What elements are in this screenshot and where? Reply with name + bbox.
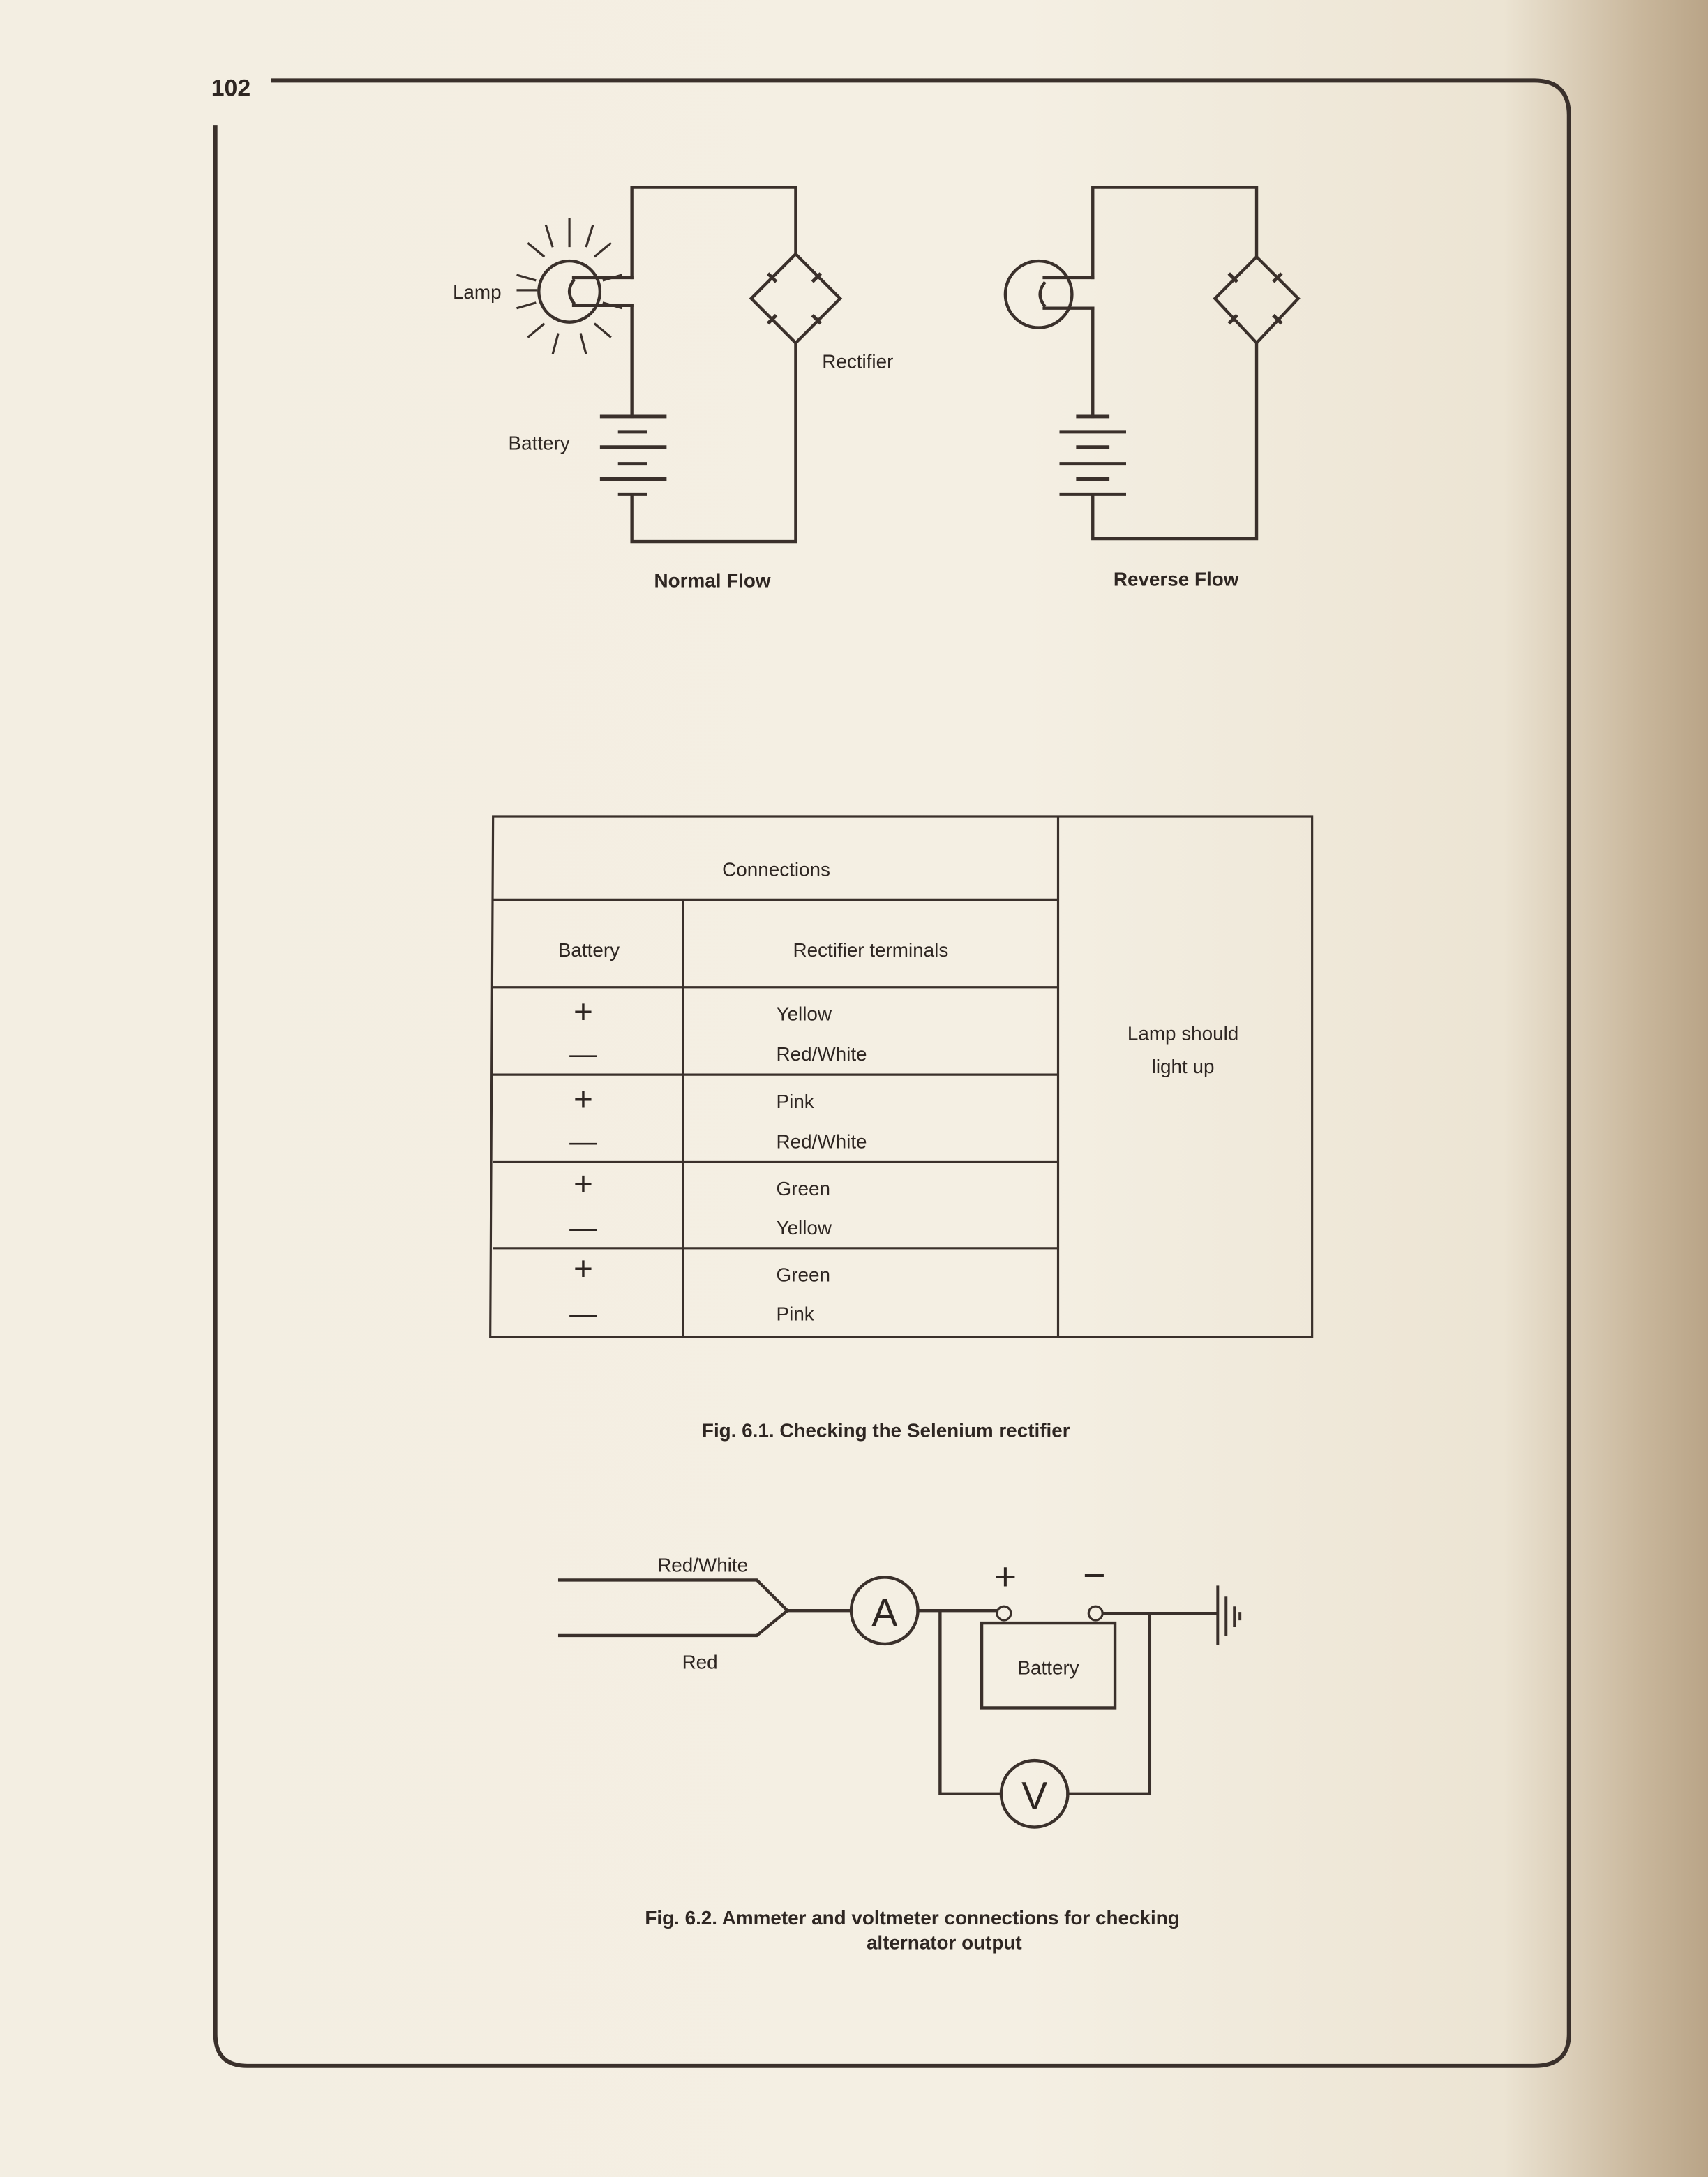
reverse-flow-title: Reverse Flow (1114, 569, 1239, 590)
normal-flow-circuit: Lamp Battery Rectifier Normal Flow (453, 186, 893, 592)
lamp-label: Lamp (453, 281, 502, 303)
fig-6-2-caption-line-2: alternator output (867, 1932, 1022, 1954)
diode-icons (766, 272, 823, 325)
result-line-1: Lamp should (1128, 1022, 1238, 1044)
table-row: + — Yellow Red/White (569, 994, 867, 1070)
positive-terminal: Green (777, 1178, 830, 1199)
lamp-icon (1003, 259, 1095, 329)
page-number: 102 (211, 75, 250, 101)
plus-sign: + (994, 1555, 1017, 1598)
fig-6-1-caption: Fig. 6.1. Checking the Selenium rectifie… (702, 1419, 1070, 1441)
header-rectifier-terminals: Rectifier terminals (793, 939, 948, 961)
positive-terminal: Green (777, 1264, 830, 1286)
ground-icon (1216, 1585, 1242, 1645)
plus-sign: + (574, 994, 593, 1031)
ammeter-icon (849, 1576, 920, 1646)
battery-label: Battery (509, 433, 570, 454)
negative-terminal: Red/White (777, 1131, 867, 1153)
table-row: + — Green Yellow (569, 1166, 832, 1243)
negative-terminal-icon (1087, 1605, 1104, 1622)
table-row: + — Green Pink (569, 1251, 830, 1330)
connections-table: Connections Battery Rectifier terminals … (489, 815, 1314, 1338)
battery-icon (1059, 414, 1127, 496)
header-connections: Connections (722, 859, 830, 881)
wire-top-label: Red/White (657, 1554, 748, 1576)
minus-sign: — (569, 1127, 597, 1158)
rectifier-bridge-icon (1213, 255, 1301, 345)
plus-sign: + (574, 1166, 593, 1203)
ammeter-label: A (871, 1591, 898, 1634)
battery-box (980, 1621, 1117, 1710)
lamp-icon (516, 218, 634, 354)
lamp-glow-rays-icon (516, 218, 623, 354)
battery-label: Battery (1017, 1657, 1079, 1679)
positive-terminal-icon (996, 1605, 1012, 1622)
normal-flow-title: Normal Flow (654, 570, 771, 592)
fig-6-2-caption-line-1: Fig. 6.2. Ammeter and voltmeter connecti… (645, 1907, 1179, 1929)
minus-sign: — (569, 1039, 597, 1070)
negative-terminal: Yellow (777, 1217, 832, 1239)
negative-terminal: Pink (777, 1303, 814, 1324)
plus-sign: + (574, 1251, 593, 1288)
positive-terminal: Yellow (777, 1003, 832, 1024)
ammeter-voltmeter-diagram: A V Battery + − Red/White Red (557, 1553, 1242, 1829)
result-line-2: light up (1152, 1056, 1215, 1077)
page-frame (213, 78, 1571, 2068)
reverse-flow-circuit: Reverse Flow (1003, 186, 1301, 590)
diode-icons (1227, 272, 1283, 325)
minus-sign: − (1083, 1553, 1106, 1596)
rectifier-bridge-icon (749, 252, 843, 345)
minus-sign: — (569, 1299, 597, 1329)
wire-bottom-label: Red (682, 1652, 718, 1673)
battery-icon (599, 414, 667, 496)
negative-terminal: Red/White (777, 1043, 867, 1065)
minus-sign: — (569, 1213, 597, 1243)
rectifier-label: Rectifier (822, 350, 893, 372)
header-battery: Battery (558, 939, 620, 961)
positive-terminal: Pink (777, 1091, 814, 1112)
table-row: + — Pink Red/White (569, 1082, 867, 1158)
voltmeter-label: V (1021, 1774, 1047, 1818)
voltmeter-icon (999, 1758, 1070, 1829)
plus-sign: + (574, 1082, 593, 1119)
